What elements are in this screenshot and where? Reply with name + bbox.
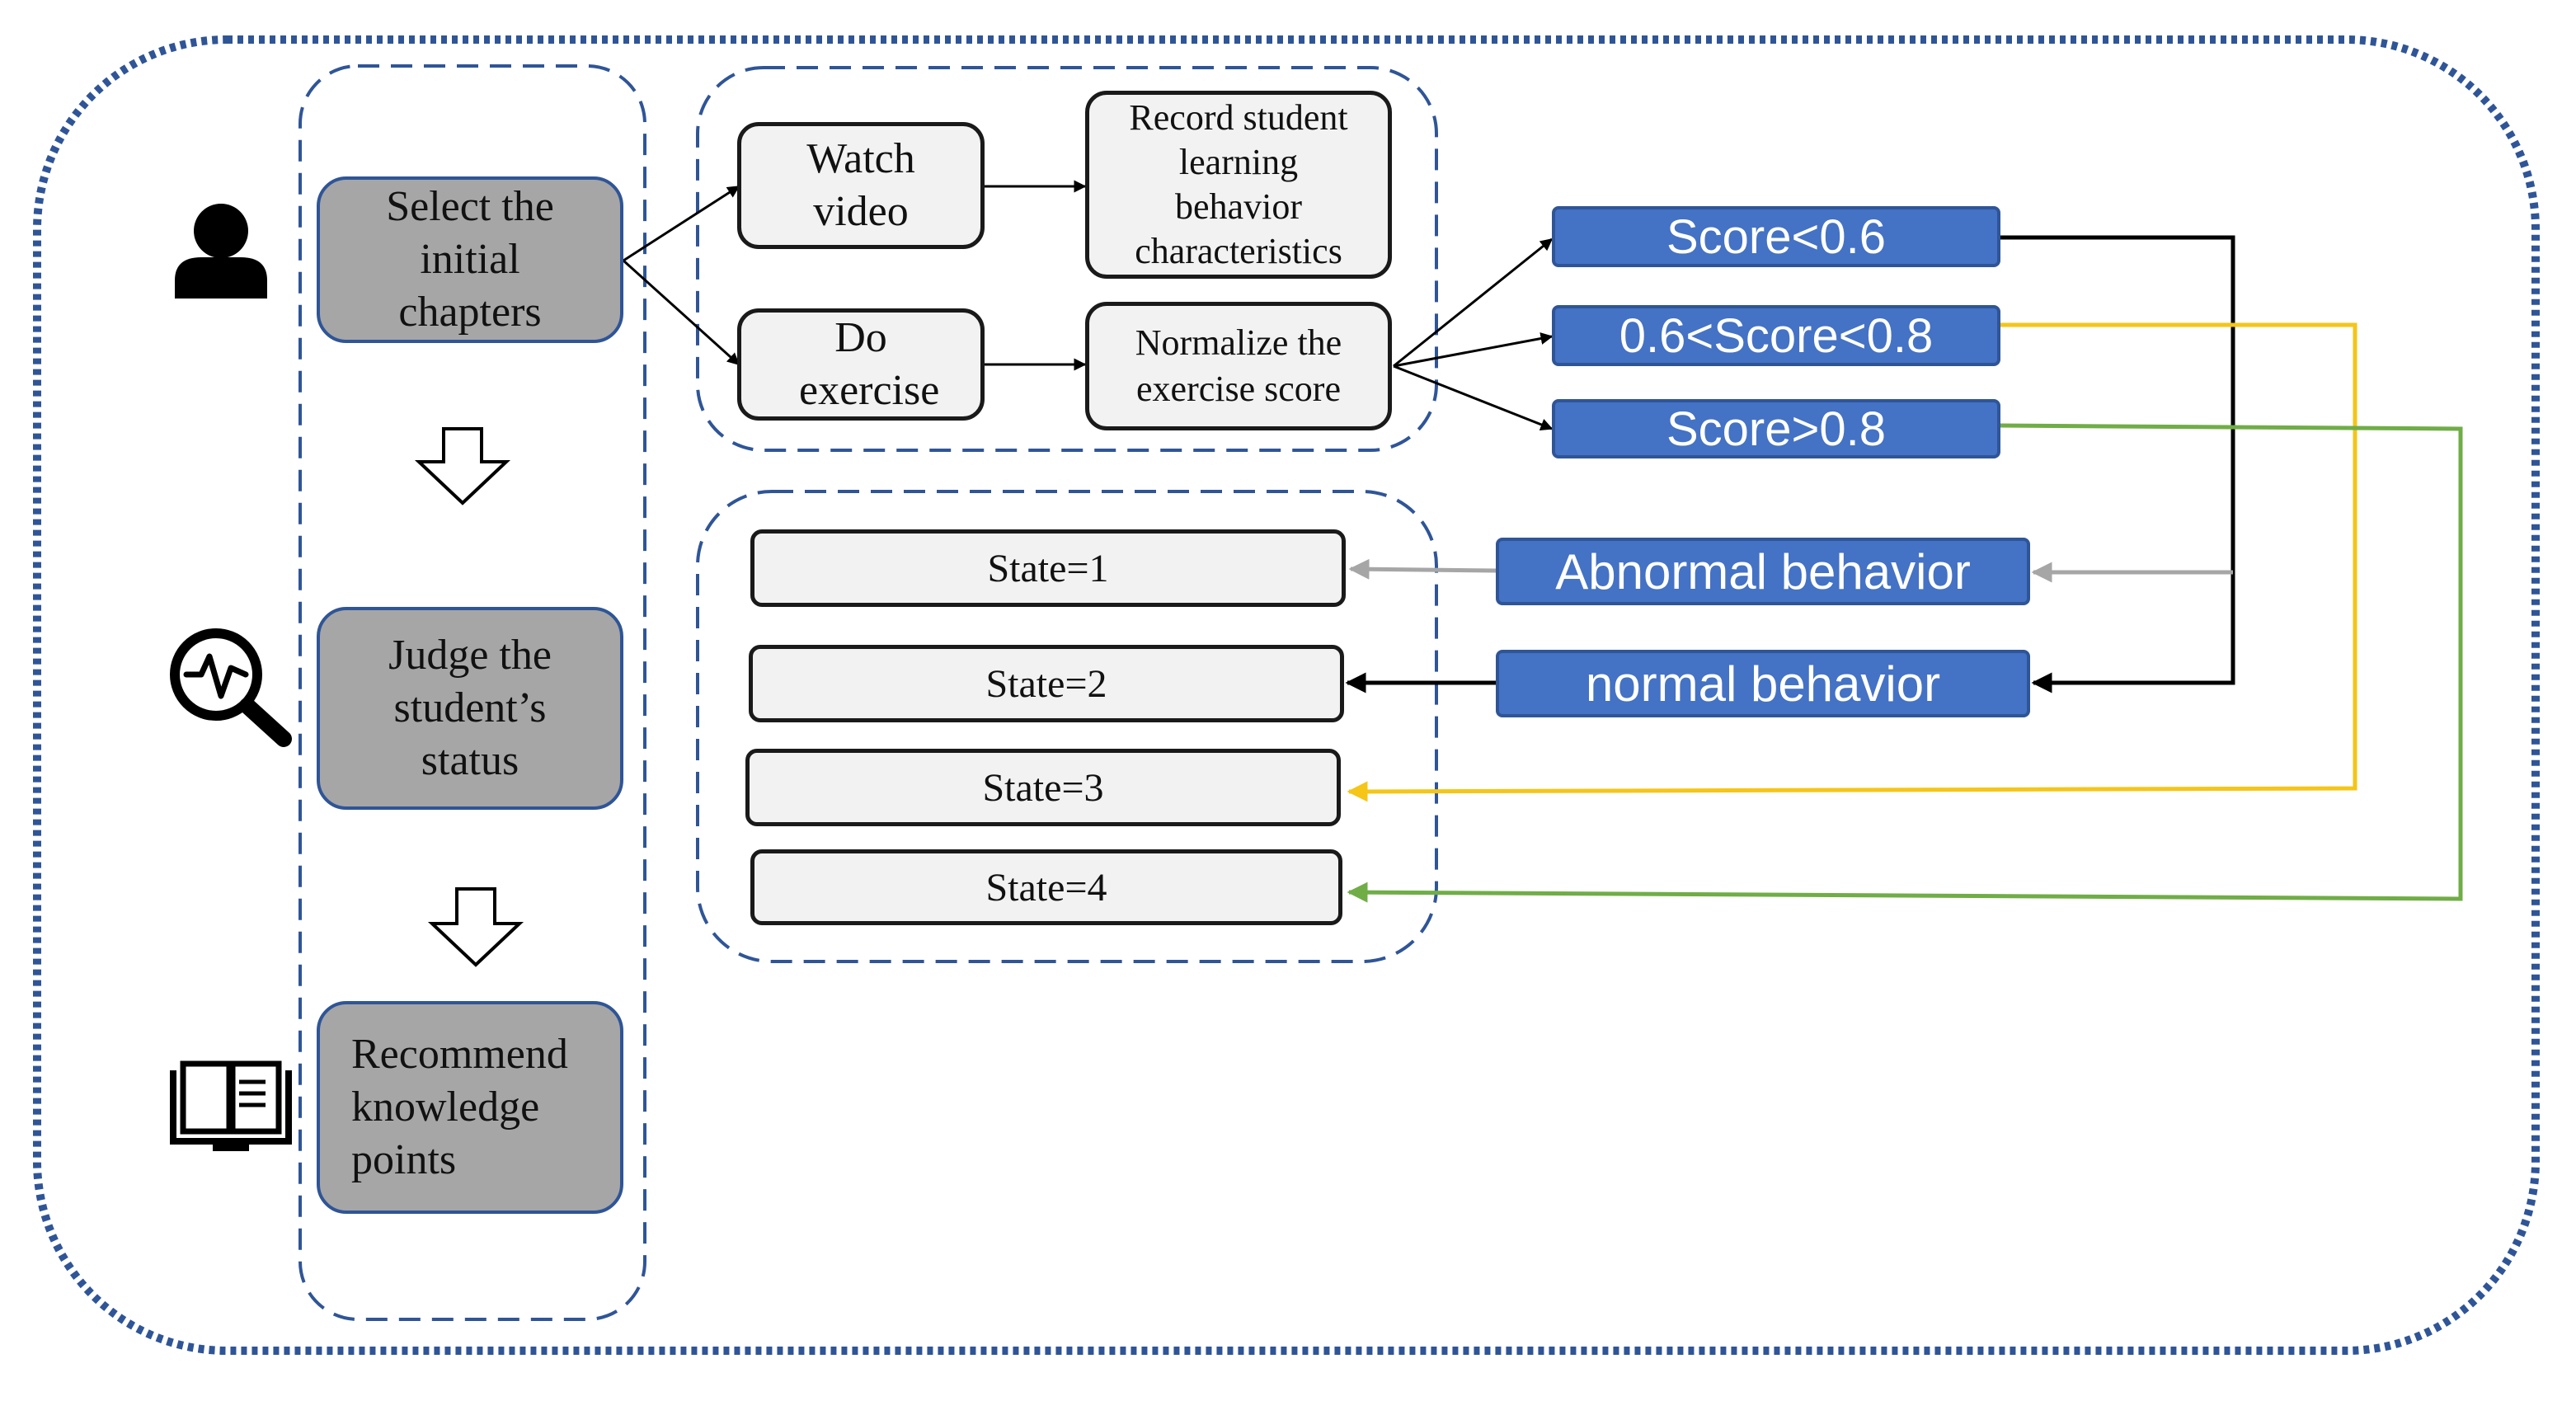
state-1-label: State=1 bbox=[987, 546, 1109, 590]
arrow-high-to-state4 bbox=[1347, 423, 2463, 903]
magnifier-pulse-icon bbox=[170, 628, 292, 747]
state-3-label: State=3 bbox=[982, 765, 1104, 810]
abnormal-behavior-box: Abnormal behavior bbox=[1496, 538, 2030, 605]
state-2-box: State=2 bbox=[749, 645, 1344, 722]
states-group-border bbox=[696, 490, 1438, 963]
state-3-box: State=3 bbox=[745, 749, 1341, 826]
steps-group-border bbox=[298, 64, 646, 1321]
score-high-label: Score>0.8 bbox=[1666, 402, 1886, 456]
outer-border bbox=[33, 35, 2540, 1355]
do-exercise-label: Do exercise bbox=[799, 314, 940, 414]
down-arrow-2 bbox=[427, 887, 524, 967]
normalize-score-label: Normalize the exercise score bbox=[1135, 322, 1342, 409]
arrow-abnormal-to-state1 bbox=[1348, 558, 1497, 580]
state-2-label: State=2 bbox=[985, 661, 1107, 706]
arrow-low-to-normal bbox=[2000, 235, 2235, 693]
arrow-normalize-to-mid bbox=[1393, 332, 1554, 368]
step-judge-status: Judge the student’s status bbox=[317, 607, 623, 810]
arrow-normalize-to-low bbox=[1393, 237, 1554, 368]
score-high-box: Score>0.8 bbox=[1552, 399, 2000, 458]
step-judge-status-label: Judge the student’s status bbox=[388, 632, 552, 784]
score-mid-box: 0.6<Score<0.8 bbox=[1552, 305, 2000, 366]
normal-behavior-box: normal behavior bbox=[1496, 650, 2030, 717]
do-exercise-box: Do exercise bbox=[737, 308, 985, 421]
step-select-chapters: Select the initial chapters bbox=[317, 176, 623, 343]
watch-video-box: Watch video bbox=[737, 122, 985, 249]
state-4-box: State=4 bbox=[750, 849, 1342, 925]
arrow-select-to-watch bbox=[623, 185, 740, 262]
score-mid-label: 0.6<Score<0.8 bbox=[1619, 308, 1934, 363]
arrow-mid-to-state3 bbox=[1347, 322, 2357, 802]
down-arrow-1 bbox=[414, 427, 511, 505]
person-icon bbox=[175, 204, 267, 299]
record-behavior-label: Record student learning behavior charact… bbox=[1129, 97, 1348, 271]
arrow-select-to-exercise bbox=[622, 259, 740, 366]
state-4-label: State=4 bbox=[985, 865, 1107, 910]
arrow-normalize-to-high bbox=[1393, 364, 1554, 431]
state-1-box: State=1 bbox=[750, 529, 1346, 607]
step-recommend-label: Recommend knowledge points bbox=[351, 1031, 568, 1183]
score-low-label: Score<0.6 bbox=[1666, 209, 1886, 264]
process-group-border bbox=[696, 66, 1438, 452]
normal-behavior-label: normal behavior bbox=[1585, 656, 1941, 712]
score-low-box: Score<0.6 bbox=[1552, 206, 2000, 267]
step-recommend: Recommend knowledge points bbox=[317, 1001, 623, 1214]
step-select-chapters-label: Select the initial chapters bbox=[386, 183, 554, 336]
watch-video-label: Watch video bbox=[806, 135, 915, 235]
record-behavior-box: Record student learning behavior charact… bbox=[1085, 91, 1392, 279]
book-icon bbox=[170, 1060, 292, 1151]
abnormal-behavior-label: Abnormal behavior bbox=[1555, 543, 1971, 599]
normalize-score-box: Normalize the exercise score bbox=[1085, 302, 1392, 430]
